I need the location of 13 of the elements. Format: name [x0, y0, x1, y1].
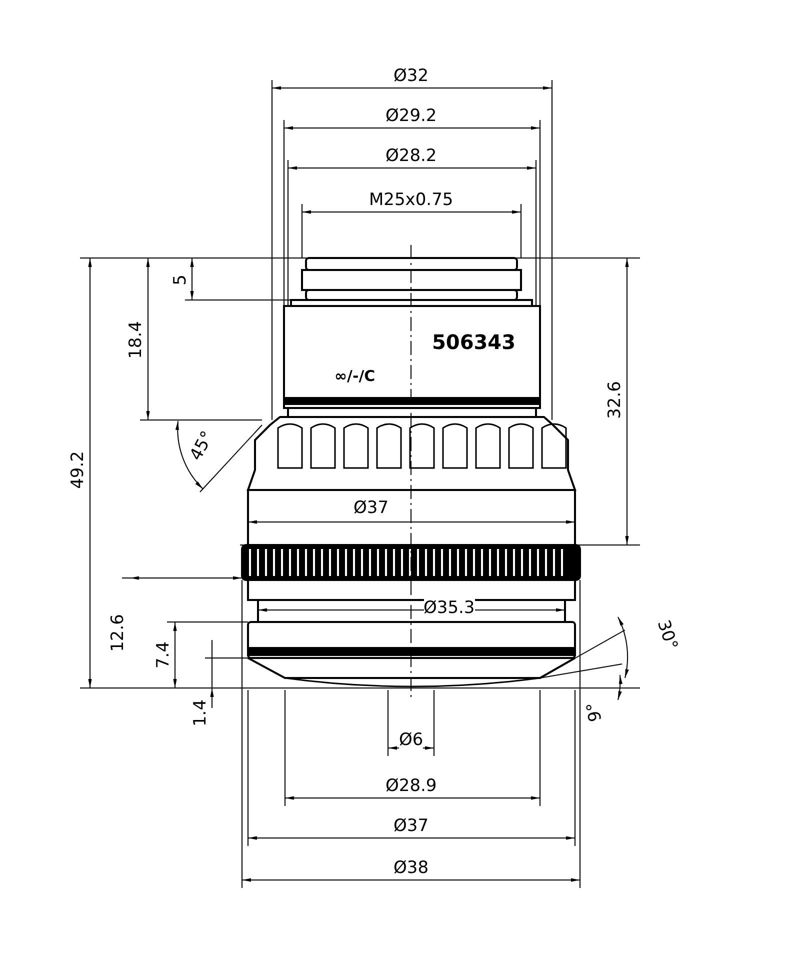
angle-label: 30° — [652, 618, 682, 652]
angle-label: 9° — [582, 700, 606, 724]
dimension-label: 12.6 — [108, 614, 128, 652]
dimension-label: 49.2 — [68, 451, 88, 489]
lens-marking: ∞/-/C — [334, 366, 376, 386]
dimension-label: 1.4 — [190, 699, 210, 727]
dimension-label: Ø6 — [399, 730, 424, 750]
dimension-label: 5 — [170, 274, 190, 286]
dimension-label: 7.4 — [153, 641, 174, 669]
angle-label: 45° — [186, 428, 218, 464]
dimension-label: 18.4 — [126, 321, 146, 359]
part-number: 506343 — [432, 332, 516, 352]
dimension-label: 32.6 — [604, 381, 625, 419]
